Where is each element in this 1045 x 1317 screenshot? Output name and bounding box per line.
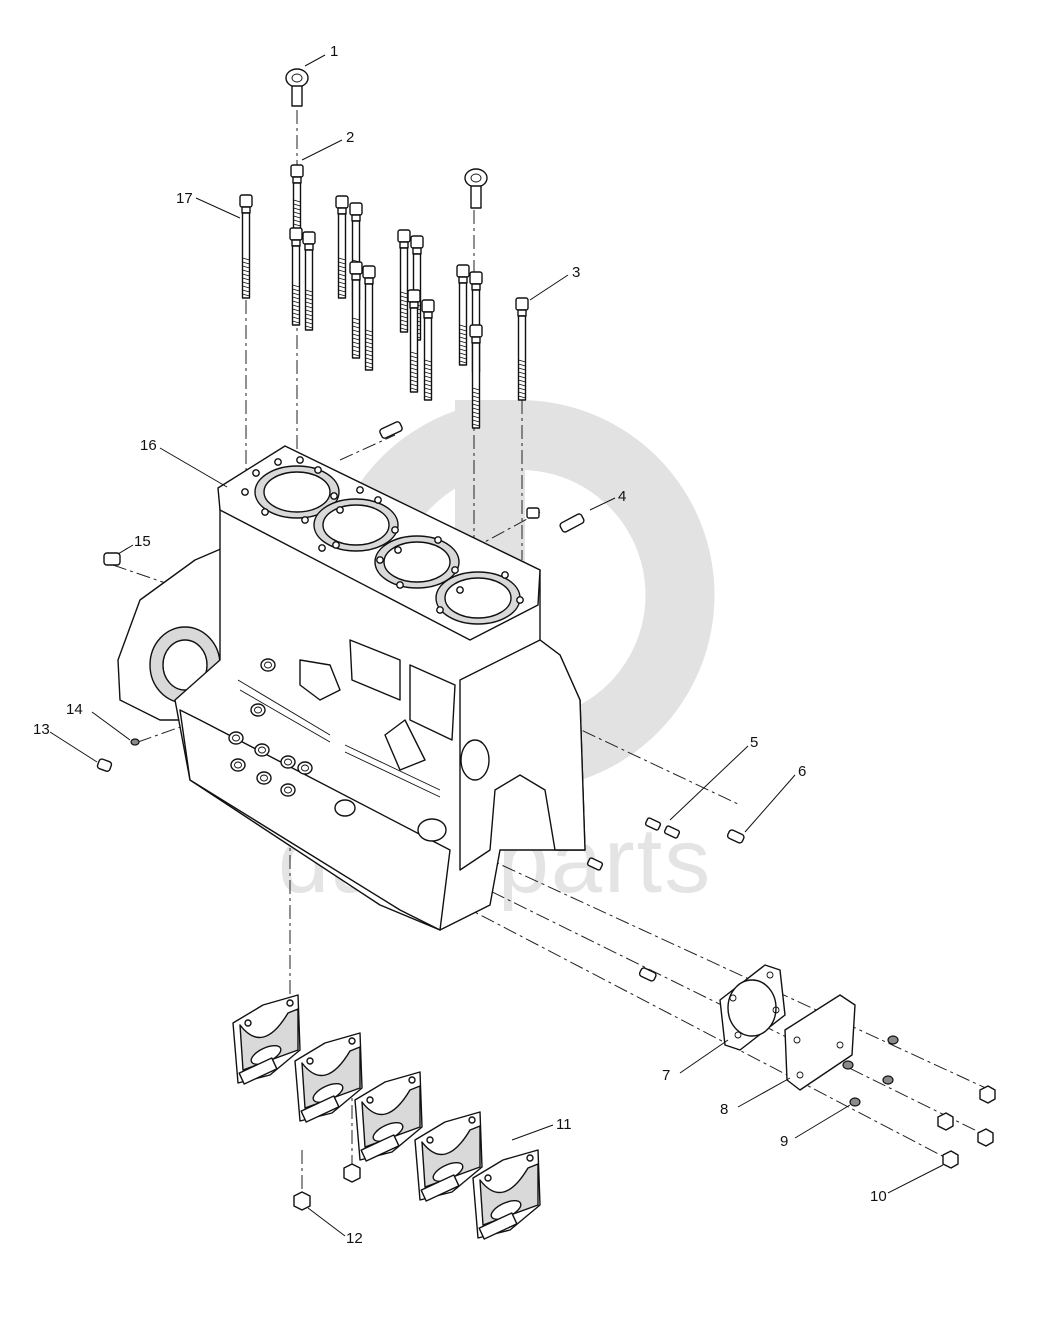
- deck-bolt-hole: [516, 596, 524, 604]
- deck-bolt-hole: [332, 541, 340, 549]
- callout-labels: 1 2 3 4 5 6 7 8 9 10 11 12 13 14 15 16 1…: [33, 43, 887, 1247]
- deck-bolt-hole: [296, 456, 304, 464]
- callout-11: 11: [556, 1116, 572, 1133]
- callout-6: 6: [798, 763, 806, 780]
- callout-16: 16: [140, 437, 157, 454]
- main-bearing-caps: [232, 994, 541, 1240]
- gallery-plug: [256, 771, 272, 785]
- gallery-plug: [250, 703, 266, 717]
- bearing-cap: [354, 1071, 423, 1162]
- gallery-plug: [228, 731, 244, 745]
- head-bolt: [335, 195, 349, 299]
- deck-bolt-hole: [301, 516, 309, 524]
- deck-bolt-hole: [434, 536, 442, 544]
- head-bolt: [421, 299, 435, 401]
- callout-1: 1: [330, 43, 338, 60]
- head-bolt: [239, 194, 253, 299]
- callout-10: 10: [870, 1188, 887, 1205]
- gallery-plug: [280, 783, 296, 797]
- callout-7: 7: [662, 1067, 670, 1084]
- gallery-plug: [260, 658, 276, 672]
- deck-bolt-hole: [330, 492, 338, 500]
- deck-bolt-hole: [356, 486, 364, 494]
- callout-9: 9: [780, 1133, 788, 1150]
- cylinder-head-bolts: [239, 164, 529, 429]
- gallery-plug: [254, 743, 270, 757]
- deck-bolt-hole: [274, 458, 282, 466]
- gallery-plug: [280, 755, 296, 769]
- head-bolt: [469, 324, 483, 429]
- head-bolt: [515, 297, 529, 401]
- deck-bolt-hole: [314, 466, 322, 474]
- deck-bolt-hole: [394, 546, 402, 554]
- bearing-cap: [232, 994, 301, 1085]
- deck-bolt-hole: [451, 566, 459, 574]
- bearing-cap: [414, 1111, 483, 1202]
- callout-13: 13: [33, 721, 50, 738]
- callout-4: 4: [618, 488, 626, 505]
- bearing-cap: [294, 1032, 363, 1123]
- deck-bolt-hole: [318, 544, 326, 552]
- head-bolt: [362, 265, 376, 371]
- deck-bolt-hole: [436, 606, 444, 614]
- bearing-cap: [472, 1149, 541, 1240]
- callout-12: 12: [346, 1230, 363, 1247]
- bearing-cap-nuts: [293, 1163, 361, 1211]
- deck-bolt-hole: [336, 506, 344, 514]
- callout-15: 15: [134, 533, 151, 550]
- deck-bolt-hole: [374, 496, 382, 504]
- deck-bolt-hole: [396, 581, 404, 589]
- callout-14: 14: [66, 701, 83, 718]
- side-plug-and-screw: [96, 552, 140, 772]
- deck-bolt-hole: [241, 488, 249, 496]
- gallery-plug: [297, 761, 313, 775]
- deck-bolt-hole: [261, 508, 269, 516]
- head-bolt: [302, 231, 316, 331]
- rear-gasket: [719, 964, 786, 1051]
- callout-8: 8: [720, 1101, 728, 1118]
- deck-bolt-hole: [391, 526, 399, 534]
- cylinder-block: [117, 445, 586, 931]
- leader-lines: [49, 54, 944, 1237]
- callout-2: 2: [346, 129, 354, 146]
- rear-cover-plate: [784, 994, 856, 1091]
- head-bolt: [397, 229, 411, 333]
- washers-and-nuts: [842, 1035, 996, 1169]
- deck-bolt-hole: [501, 571, 509, 579]
- head-bolt: [289, 227, 303, 326]
- dowel-pins: [379, 421, 745, 982]
- deck-bolt-hole: [456, 586, 464, 594]
- deck-bolt-hole: [252, 469, 260, 477]
- callout-17: 17: [176, 190, 193, 207]
- lifting-eye-bolt: [285, 68, 488, 209]
- deck-bolt-hole: [376, 556, 384, 564]
- gallery-plug: [230, 758, 246, 772]
- callout-3: 3: [572, 264, 580, 281]
- head-bolt: [407, 289, 421, 393]
- callout-5: 5: [750, 734, 758, 751]
- head-bolt: [456, 264, 470, 366]
- head-bolt: [349, 261, 363, 359]
